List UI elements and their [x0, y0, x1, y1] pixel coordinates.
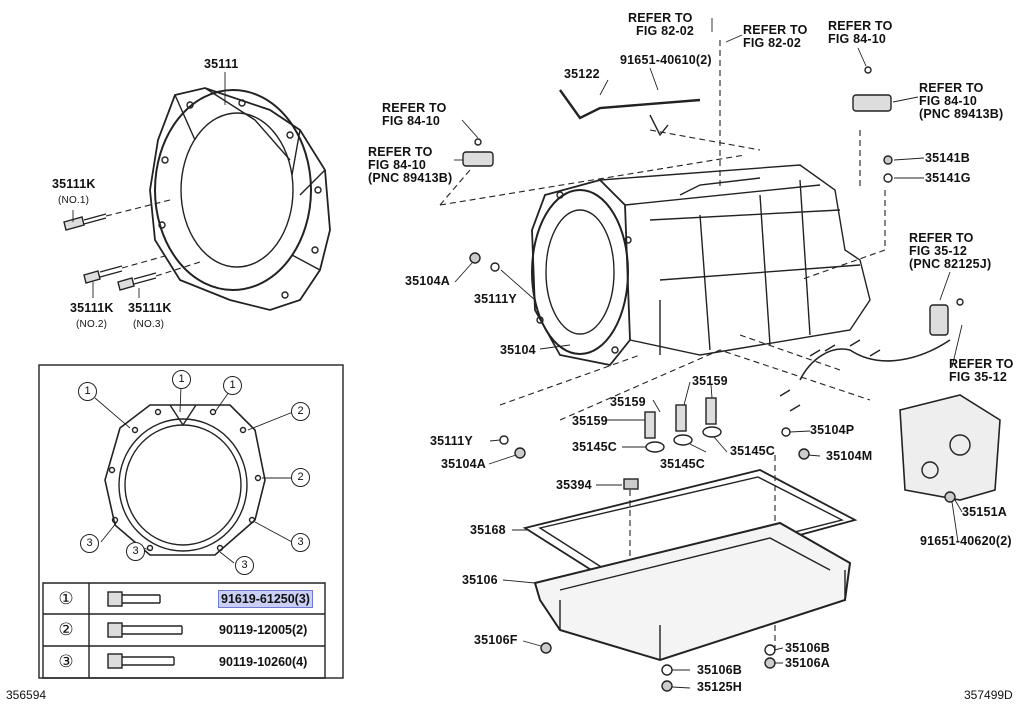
part-label-35104A-low[interactable]: 35104A — [441, 457, 486, 471]
note-no3: (NO.3) — [133, 319, 165, 330]
part-label-35122[interactable]: 35122 — [564, 67, 600, 81]
part-label-35104P[interactable]: 35104P — [810, 423, 855, 437]
legend-row-2: ② 90119-12005(2) — [43, 614, 325, 645]
bolts-35111K-drawing — [63, 213, 157, 291]
legend-part-90119-12005[interactable]: 90119-12005(2) — [219, 622, 308, 637]
callout-2-a: 2 — [291, 402, 310, 421]
part-label-35151A[interactable]: 35151A — [962, 505, 1007, 519]
part-label-35145C-a[interactable]: 35145C — [572, 440, 617, 454]
legend-part-90119-10260[interactable]: 90119-10260(4) — [219, 654, 308, 669]
legend-row-3: ③ 90119-10260(4) — [43, 646, 325, 677]
part-label-35106[interactable]: 35106 — [462, 573, 498, 587]
legend-num-1: ① — [58, 588, 74, 608]
legend-bolt-drawings — [107, 591, 183, 669]
callout-2-b: 2 — [291, 468, 310, 487]
part-label-35106F[interactable]: 35106F — [474, 633, 518, 647]
legend-row-1: ① 91619-61250(3) — [43, 583, 325, 614]
callout-3-d: 3 — [291, 533, 310, 552]
part-label-35159-b[interactable]: 35159 — [692, 374, 728, 388]
callout-1-c: 1 — [223, 376, 242, 395]
part-label-35111K-no3[interactable]: 35111K — [128, 301, 172, 315]
part-label-35145C-b[interactable]: 35145C — [660, 457, 705, 471]
callout-1-b: 1 — [172, 370, 191, 389]
part-label-35104[interactable]: 35104 — [500, 343, 536, 357]
part-label-35168[interactable]: 35168 — [470, 523, 506, 537]
part-label-35111K-no2[interactable]: 35111K — [70, 301, 114, 315]
bolt-legend-table: ① 91619-61250(3) ② 90119-12005(2) ③ 9011… — [43, 583, 325, 678]
callout-3-c: 3 — [235, 556, 254, 575]
callout-1-a: 1 — [78, 382, 97, 401]
callout-3-a: 3 — [80, 534, 99, 553]
part-label-35111K-no1[interactable]: 35111K — [52, 177, 96, 191]
inset-bellhousing-drawing — [104, 404, 266, 556]
part-label-35106A[interactable]: 35106A — [785, 656, 830, 670]
part-label-91651-40610[interactable]: 91651-40610(2) — [620, 53, 712, 67]
figure-ref-right: 357499D — [964, 688, 1013, 702]
part-label-35125H[interactable]: 35125H — [697, 680, 742, 694]
legend-num-3: ③ — [58, 651, 74, 671]
callout-3-b: 3 — [126, 542, 145, 561]
figure-ref-left: 356594 — [6, 688, 47, 702]
bellhousing-drawing — [149, 87, 331, 311]
part-label-35104A-top[interactable]: 35104A — [405, 274, 450, 288]
part-label-35104M[interactable]: 35104M — [826, 449, 873, 463]
legend-part-91619-61250[interactable]: 91619-61250(3) — [218, 589, 313, 608]
part-label-35106B-b[interactable]: 35106B — [697, 663, 742, 677]
part-label-35141B[interactable]: 35141B — [925, 151, 970, 165]
part-label-35145C-c[interactable]: 35145C — [730, 444, 775, 458]
part-label-35159-c[interactable]: 35159 — [572, 414, 608, 428]
part-label-35111[interactable]: 35111 — [204, 57, 239, 71]
part-label-35394[interactable]: 35394 — [556, 478, 592, 492]
note-no1: (NO.1) — [58, 195, 90, 206]
legend-num-2: ② — [58, 619, 74, 639]
part-label-35159-a[interactable]: 35159 — [610, 395, 646, 409]
part-label-35141G[interactable]: 35141G — [925, 171, 971, 185]
part-label-35111Y-low[interactable]: 35111Y — [430, 434, 473, 448]
note-no2: (NO.2) — [76, 319, 108, 330]
part-label-91651-40620[interactable]: 91651-40620(2) — [920, 534, 1012, 548]
transmission-case-drawing — [531, 164, 871, 366]
speed-sensor-drawings — [462, 66, 964, 336]
part-label-35106B-a[interactable]: 35106B — [785, 641, 830, 655]
part-label-35111Y-top[interactable]: 35111Y — [474, 292, 517, 306]
